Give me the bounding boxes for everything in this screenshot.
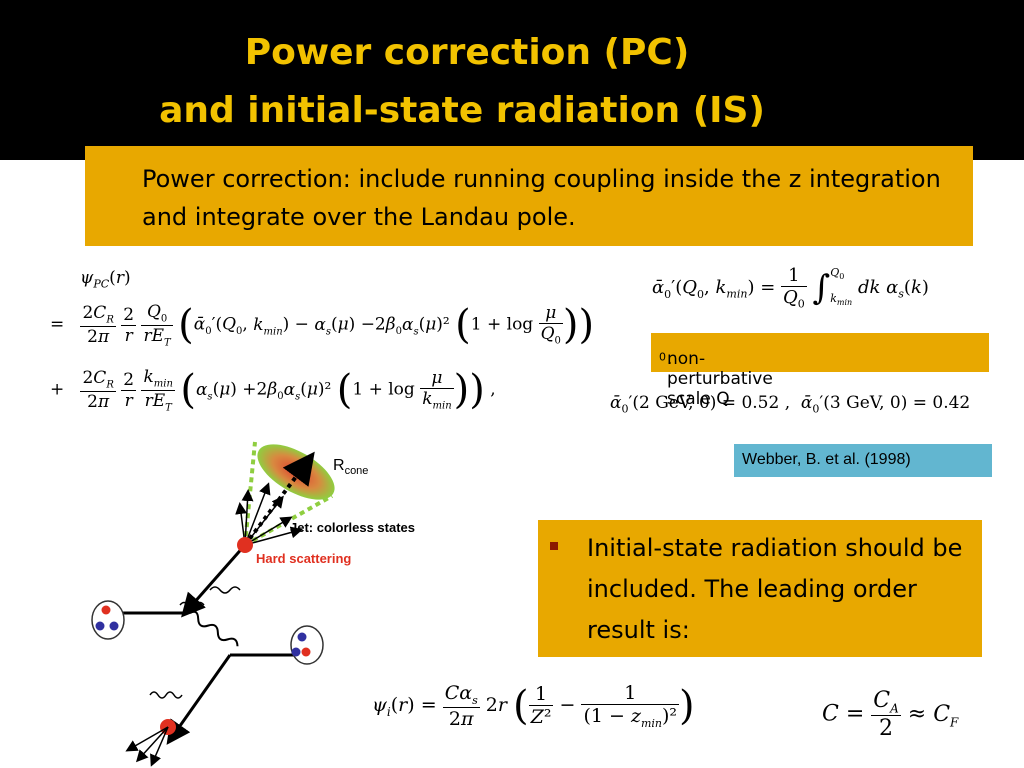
hard-scattering-label: Hard scattering <box>256 551 351 566</box>
slide-title-line2: and initial-state radiation (IS) <box>159 90 765 131</box>
hard-scattering-vertex <box>237 537 253 553</box>
proton-right <box>290 625 324 665</box>
alpha-values: ᾱ0′(2 GeV, 0) = 0.52 , ᾱ0′(3 GeV, 0) = 0… <box>610 393 971 416</box>
reference-box: Webber, B. et al. (1998) <box>734 444 992 477</box>
bullet-icon <box>550 542 558 550</box>
gluon-line <box>189 610 239 647</box>
secondary-tracks <box>125 726 169 767</box>
reference-text: Webber, B. et al. (1998) <box>742 451 911 468</box>
slide-title-line1: Power correction (PC) <box>244 32 690 73</box>
title-banner: Power correction (PC) and initial-state … <box>0 0 1024 160</box>
parton-lines <box>112 544 302 745</box>
proton-left <box>91 600 125 640</box>
power-correction-text: Power correction: include running coupli… <box>142 165 941 231</box>
power-correction-box: Power correction: include running coupli… <box>85 146 973 246</box>
jet-label: Jet: colorless states <box>290 520 415 535</box>
initial-state-radiation-box: Initial-state radiation should be includ… <box>538 520 982 657</box>
psi-pc-lhs: ψPC(r) <box>80 268 131 291</box>
r-cone-label: Rcone <box>333 457 368 477</box>
jet-diagram: Rcone Jet: colorless states Hard scatter… <box>91 441 415 767</box>
initial-state-radiation-text: Initial-state radiation should be includ… <box>587 534 963 644</box>
gluon-line-2 <box>149 691 183 699</box>
